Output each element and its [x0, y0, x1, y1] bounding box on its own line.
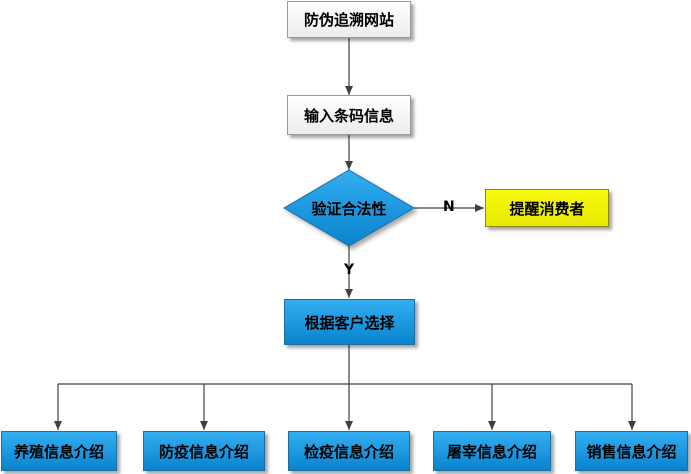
- node-input-barcode: 输入条码信息: [287, 95, 411, 135]
- node-anti-fake-site-label: 防伪追溯网站: [303, 11, 394, 29]
- leaf-breeding: 养殖信息介绍: [1, 431, 117, 471]
- leaf-epidemic-prevention: 防疫信息介绍: [143, 431, 265, 471]
- node-choose-by-customer: 根据客户选择: [284, 299, 415, 345]
- edge-label-no: N: [443, 199, 455, 215]
- leaf-quarantine-label: 检疫信息介绍: [303, 442, 394, 461]
- node-remind-consumer-label: 提醒消费者: [509, 199, 585, 218]
- leaf-epidemic-prevention-label: 防疫信息介绍: [158, 442, 249, 461]
- leaf-slaughter-label: 屠宰信息介绍: [446, 442, 537, 461]
- node-anti-fake-site: 防伪追溯网站: [287, 1, 411, 38]
- leaf-quarantine: 检疫信息介绍: [288, 431, 410, 471]
- leaf-sales: 销售信息介绍: [575, 431, 688, 471]
- leaf-sales-label: 销售信息介绍: [586, 442, 677, 461]
- node-input-barcode-label: 输入条码信息: [303, 106, 394, 125]
- decision-label: 验证合法性: [311, 200, 387, 218]
- decision-diamond: [283, 169, 415, 247]
- leaf-breeding-label: 养殖信息介绍: [13, 442, 104, 461]
- node-remind-consumer: 提醒消费者: [485, 189, 609, 227]
- edge-label-yes: Y: [344, 262, 355, 278]
- leaf-slaughter: 屠宰信息介绍: [433, 431, 551, 471]
- node-choose-by-customer-label: 根据客户选择: [304, 313, 395, 332]
